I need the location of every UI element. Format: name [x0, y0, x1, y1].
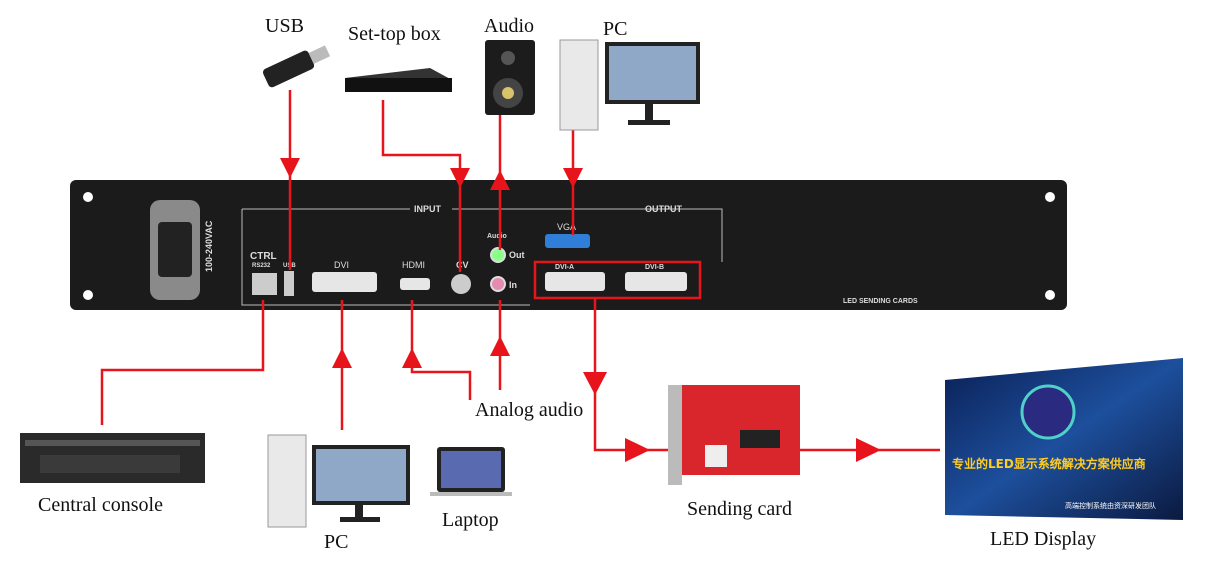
usb-port: [284, 271, 294, 296]
output-highlight-box: [533, 260, 702, 300]
audio-out-port: [490, 247, 506, 263]
laptop: [430, 447, 512, 496]
cv-label: CV: [456, 260, 469, 270]
pc-bottom: [267, 434, 410, 528]
set-top-box: [345, 68, 452, 92]
display-logo: [1020, 384, 1076, 440]
voltage-label: 100-240VAC: [204, 220, 214, 272]
label-central-console: Central console: [38, 494, 163, 516]
rs232-port: [252, 273, 277, 295]
input-label: INPUT: [414, 204, 442, 214]
led-display: 专业的LED显示系统解决方案供应商 高端控制系统由资深研发团队: [945, 358, 1183, 520]
audio-label: Audio: [487, 233, 507, 240]
sending-card-board: [668, 385, 800, 485]
label-led-display: LED Display: [990, 528, 1096, 550]
vga-label: VGA: [557, 222, 576, 232]
ctrl-label: CTRL: [250, 251, 277, 262]
dvi-a-label: DVI-A: [555, 264, 574, 271]
usb-stick: [262, 45, 331, 88]
video-processor-panel: 100-240VAC INPUT OUTPUT CTRL RS232 USB D…: [70, 180, 1067, 310]
hdmi-port: [400, 278, 430, 290]
output-label: OUTPUT: [645, 204, 683, 214]
audio-in-port: [490, 276, 506, 292]
hdmi-label: HDMI: [402, 260, 425, 270]
cv-port: [451, 274, 471, 294]
power-inlet: [150, 200, 200, 300]
dvi-a-port: [545, 272, 605, 291]
connection-wires: [100, 90, 940, 462]
label-laptop: Laptop: [442, 509, 499, 531]
dvi-in-port: [312, 272, 377, 292]
display-subline: 高端控制系统由资深研发团队: [1065, 501, 1156, 510]
sending-cards-label: LED SENDING CARDS: [843, 298, 918, 305]
dvi-in-label: DVI: [334, 260, 349, 270]
label-usb: USB: [265, 15, 304, 37]
label-audio: Audio: [484, 15, 534, 37]
dvi-b-label: DVI-B: [645, 264, 664, 271]
speaker: [485, 40, 535, 115]
dvi-b-port: [625, 272, 687, 291]
pc-top: [559, 39, 700, 131]
rs232-label: RS232: [252, 263, 271, 269]
label-sending-card: Sending card: [687, 498, 792, 520]
label-analog-audio: Analog audio: [475, 399, 583, 421]
audio-in-label: In: [509, 280, 517, 290]
vga-port: [545, 234, 590, 248]
label-pc-top: PC: [603, 18, 627, 40]
label-pc-bottom: PC: [324, 531, 348, 553]
label-set-top-box: Set-top box: [348, 23, 441, 45]
audio-out-label: Out: [509, 250, 525, 260]
display-headline: 专业的LED显示系统解决方案供应商: [952, 456, 1146, 471]
central-console: [20, 433, 205, 483]
